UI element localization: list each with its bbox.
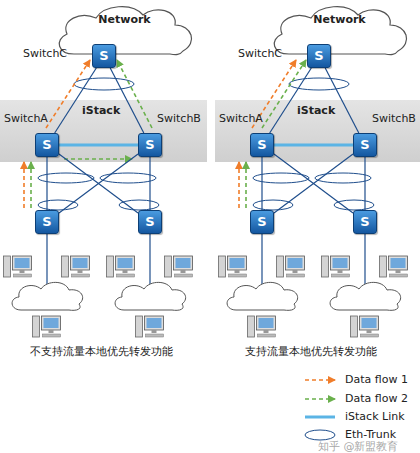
network-link xyxy=(270,68,312,133)
switch-glyph: S xyxy=(139,211,161,233)
switch-icon: SwitchCS xyxy=(92,44,116,68)
pc-icon xyxy=(136,316,164,337)
switch-icon: SwitchAS xyxy=(250,133,274,157)
network-link xyxy=(325,68,359,133)
switch-glyph: S xyxy=(93,45,115,67)
network-link xyxy=(55,68,97,133)
switch-glyph: S xyxy=(36,211,58,233)
switch-label: SwitchA xyxy=(4,112,48,126)
switch-icon: SwitchAS xyxy=(35,133,59,157)
pc-icon xyxy=(4,256,32,277)
data-flow-arrow xyxy=(238,162,240,208)
network-link xyxy=(364,157,365,210)
data-flow-arrow xyxy=(30,162,32,208)
pc-icon xyxy=(33,316,61,337)
pc-icon xyxy=(322,256,350,277)
eth-trunk-ring xyxy=(253,200,293,210)
eth-trunk-ring xyxy=(100,173,156,183)
legend-sample xyxy=(305,398,335,400)
cloud-outline xyxy=(52,2,197,57)
switch-label: SwitchB xyxy=(372,112,416,126)
istack-link xyxy=(274,144,353,147)
cloud-label: Network xyxy=(52,13,197,26)
caption-text: 不支持流量本地优先转发功能 xyxy=(30,345,173,359)
switch-glyph: S xyxy=(354,134,376,156)
network-link xyxy=(59,154,138,213)
network-link xyxy=(274,154,353,213)
switch-label: SwitchB xyxy=(157,112,201,126)
network-cloud: Network xyxy=(52,2,197,57)
caption-text: 支持流量本地优先转发功能 xyxy=(245,345,377,359)
eth-trunk-ring xyxy=(38,200,78,210)
watermark: 知乎 @新盟教育 xyxy=(318,440,399,453)
switch-icon: SwitchBS xyxy=(138,133,162,157)
eth-trunk-ring xyxy=(119,200,159,210)
network-link xyxy=(110,68,144,133)
switch-icon: SwitchCS xyxy=(307,44,331,68)
switch-glyph: S xyxy=(354,211,376,233)
istack-band: iStackSwitchASSwitchBS xyxy=(215,100,420,162)
switch-glyph: S xyxy=(308,45,330,67)
pc-icon xyxy=(165,256,193,277)
cloud-label: Network xyxy=(267,13,412,26)
stack-label: iStack xyxy=(297,104,335,117)
eth-trunk-ring xyxy=(334,200,374,210)
pc-icon xyxy=(277,256,305,277)
pc-icon xyxy=(351,316,379,337)
legend-sample xyxy=(305,416,335,419)
legend-text: Data flow 2 xyxy=(345,392,408,406)
istack-band: iStackSwitchASSwitchBS xyxy=(0,100,207,162)
istack-link xyxy=(59,144,138,147)
switch-glyph: S xyxy=(36,134,58,156)
legend-text: iStack Link xyxy=(345,410,405,424)
pc-icon xyxy=(219,256,247,277)
cloud-outline xyxy=(267,2,412,57)
network-link xyxy=(46,157,47,210)
switch-icon: S xyxy=(35,210,59,234)
network-cloud: Network xyxy=(267,2,412,57)
access-wire xyxy=(364,234,365,284)
stack-label: iStack xyxy=(82,104,120,117)
access-wire xyxy=(149,234,150,284)
legend-text: Eth-Trunk xyxy=(345,428,396,442)
pc-icon xyxy=(248,316,276,337)
network-link xyxy=(59,154,138,213)
legend-sample xyxy=(305,379,335,381)
legend-text: Data flow 1 xyxy=(345,373,408,387)
switch-icon: S xyxy=(353,210,377,234)
switch-label: SwitchC xyxy=(238,47,282,61)
switch-icon: S xyxy=(250,210,274,234)
lan-cloud xyxy=(330,282,401,310)
switch-icon: SwitchBS xyxy=(353,133,377,157)
lan-cloud xyxy=(227,282,298,310)
data-flow-arrow xyxy=(245,162,247,208)
data-flow-arrow xyxy=(23,162,25,208)
network-link xyxy=(149,157,150,210)
eth-trunk-ring xyxy=(315,173,371,183)
network-link xyxy=(274,154,353,213)
pc-icon xyxy=(380,256,408,277)
lan-cloud xyxy=(12,282,83,310)
switch-label: SwitchA xyxy=(219,112,263,126)
pc-icon xyxy=(62,256,90,277)
access-wire xyxy=(46,234,47,284)
switch-glyph: S xyxy=(139,134,161,156)
lan-cloud xyxy=(115,282,186,310)
switch-label: SwitchC xyxy=(23,47,67,61)
switch-glyph: S xyxy=(251,134,273,156)
switch-glyph: S xyxy=(251,211,273,233)
switch-icon: S xyxy=(138,210,162,234)
pc-icon xyxy=(107,256,135,277)
network-link xyxy=(261,157,262,210)
legend-sample xyxy=(305,430,335,440)
access-wire xyxy=(261,234,262,284)
